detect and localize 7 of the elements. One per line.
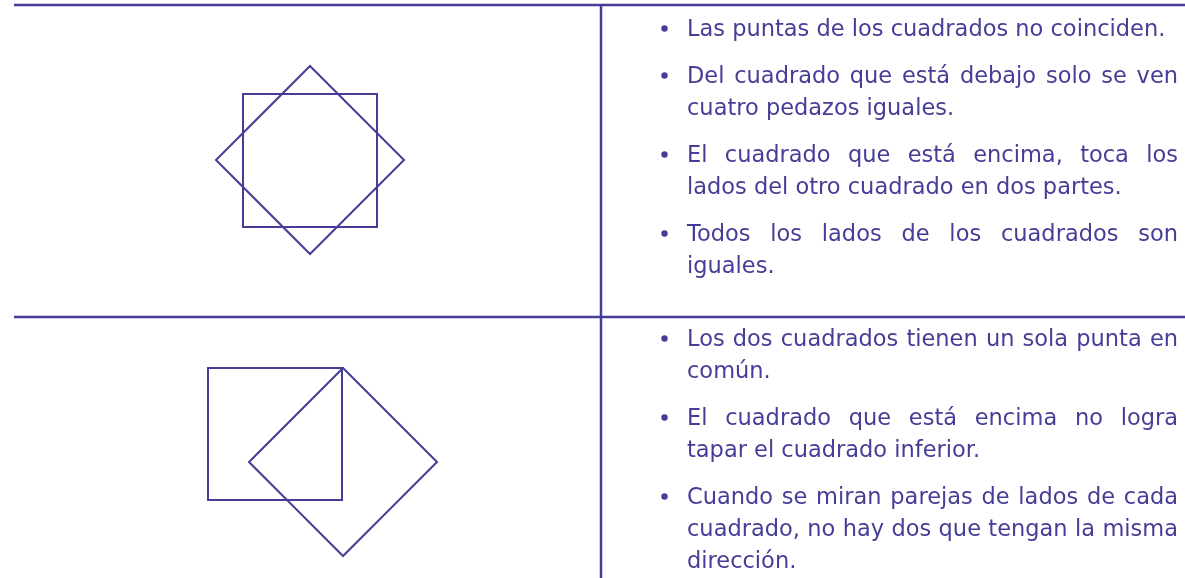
- bullet-text: Los dos cuadrados tienen un sola punta en común.: [687, 324, 1178, 385]
- bullet-text: Del cuadrado que está debajo solo se ven cuatro pedazos iguales.: [687, 61, 1178, 122]
- bullet-text: Cuando se miran parejas de lados de cada cuadrado, no hay dos que tengan la misma dirección.: [687, 482, 1178, 575]
- bullet-text: El cuadrado que está encima no logra tapar el cuadrado inferior.: [687, 403, 1178, 464]
- bullet-text: Todos los lados de los cuadrados son iguales.: [687, 219, 1178, 280]
- bullet-text: Las puntas de los cuadrados no coinciden.: [687, 14, 1167, 43]
- bullet-text: El cuadrado que está encima, toca los lados del otro cuadrado en dos partes.: [687, 140, 1178, 201]
